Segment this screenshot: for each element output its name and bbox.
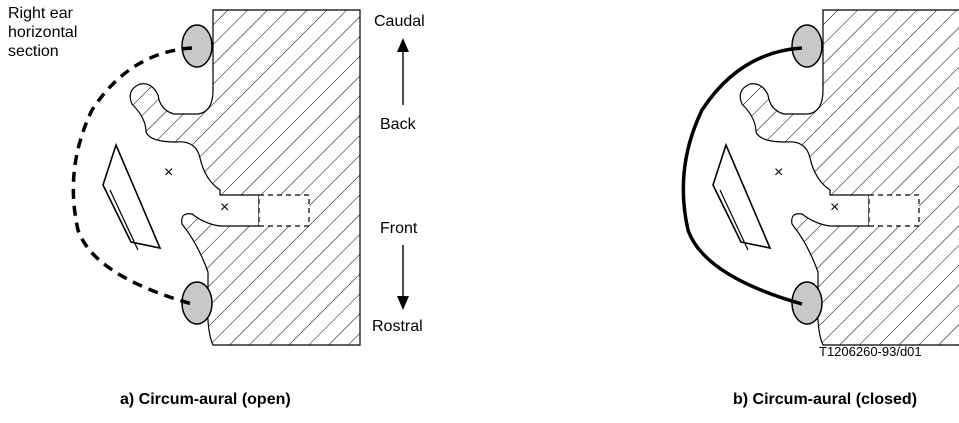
shell-open-dashed — [71, 46, 193, 306]
front-label: Front — [380, 220, 418, 237]
caption-open: a) Circum-aural (open) — [120, 391, 291, 408]
arrow-down-rostral — [397, 245, 409, 310]
ear-section-open — [102, 9, 361, 346]
cross-marker-b1: × — [774, 164, 784, 181]
back-label: Back — [380, 116, 416, 133]
cross-marker-a1: × — [164, 164, 174, 181]
caudal-label: Caudal — [374, 13, 425, 30]
cross-marker-b2: × — [830, 199, 840, 216]
rostral-label: Rostral — [372, 318, 423, 335]
arrow-up-caudal — [397, 38, 409, 105]
section-label: Right ear horizontal section — [8, 5, 78, 60]
shell-closed-solid — [681, 46, 803, 306]
ear-section-closed — [712, 9, 959, 346]
caption-closed: b) Circum-aural (closed) — [733, 391, 918, 408]
cross-marker-a2: × — [220, 199, 230, 216]
figure-code: T1206260-93/d01 — [819, 344, 922, 359]
